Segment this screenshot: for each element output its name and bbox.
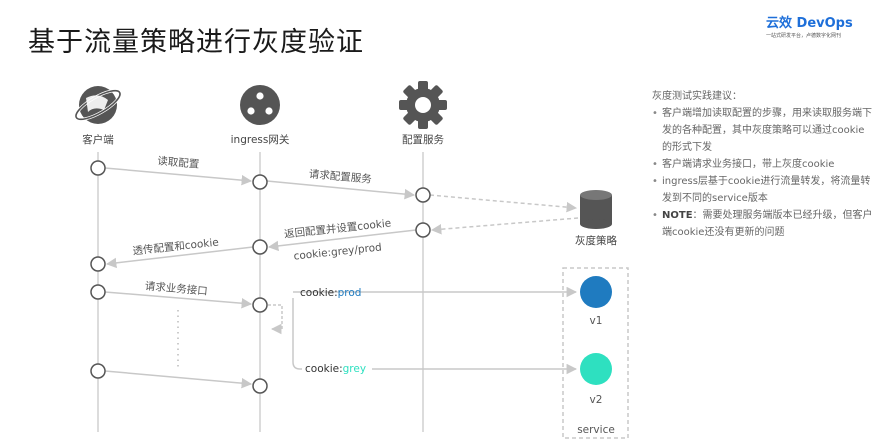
- ingress-icon: [240, 85, 280, 125]
- actor-ingress-label: ingress网关: [231, 133, 290, 146]
- notes-heading: 灰度测试实践建议：: [652, 91, 742, 102]
- msg-read-config: 读取配置: [157, 154, 200, 171]
- route-branch: [292, 298, 308, 370]
- notes-item: ingress层基于cookie进行流量转发，将流量转发到不同的service版…: [652, 173, 874, 207]
- node-client-3: [90, 284, 106, 300]
- msg-cookie-value: cookie:grey/prod: [293, 241, 382, 262]
- node-config-1: [415, 187, 431, 203]
- self-loop: [268, 304, 283, 335]
- notes-item: 客户端增加读取配置的步骤，用来读取服务端下发的各种配置，其中灰度策略可以通过co…: [652, 105, 874, 156]
- node-client-4: [90, 363, 106, 379]
- route-grey-prefix: cookie:: [305, 363, 343, 375]
- service-v1-label: v1: [590, 315, 603, 327]
- actor-client-label: 客户端: [82, 133, 114, 146]
- node-ingress-3: [252, 297, 268, 313]
- msg-return-config: 返回配置并设置cookie: [283, 216, 391, 240]
- notes-item: 客户端请求业务接口，带上灰度cookie: [652, 156, 874, 173]
- msg-request-api: 请求业务接口: [144, 279, 208, 297]
- service-label: service: [577, 424, 615, 436]
- msg-pass-config: 透传配置和cookie: [132, 237, 219, 258]
- note-label: NOTE: [662, 210, 693, 221]
- logo: 云效 DevOps 一站式研发平台，卢德数字化网刊: [766, 12, 866, 39]
- service-box: [562, 267, 629, 439]
- logo-brand: 云效 DevOps: [766, 16, 853, 31]
- route-grey-label: cookie:grey: [305, 363, 366, 375]
- arrow-return-strategy: [430, 217, 579, 235]
- route-prod-value: prod: [338, 287, 362, 299]
- node-config-2: [415, 222, 431, 238]
- logo-tagline: 一站式研发平台，卢德数字化网刊: [766, 33, 842, 39]
- arrow-pass-config: [105, 246, 254, 269]
- service-v2-label: v2: [590, 394, 603, 406]
- node-ingress-1: [252, 174, 268, 190]
- route-prod-prefix: cookie:: [300, 287, 338, 299]
- notes-item-note: NOTE：需要处理服务端版本已经升级，但客户端cookie还没有更新的问题: [652, 207, 874, 241]
- actor-config-label: 配置服务: [402, 133, 444, 146]
- arrow-request-api: [104, 291, 253, 309]
- route-grey-value: grey: [343, 363, 366, 375]
- arrow-query-strategy: [429, 194, 578, 213]
- msg-request-config: 请求配置服务: [308, 167, 372, 185]
- note-text: ：需要处理服务端版本已经升级，但客户端cookie还没有更新的问题: [662, 210, 873, 238]
- node-client-1: [90, 160, 106, 176]
- arrow-request-config: [266, 180, 416, 200]
- globe-icon: [74, 86, 122, 124]
- node-ingress-4: [252, 378, 268, 394]
- route-prod-label: cookie:prod: [300, 287, 361, 299]
- service-v2-node: [580, 353, 612, 385]
- notes-list: 客户端增加读取配置的步骤，用来读取服务端下发的各种配置，其中灰度策略可以通过co…: [652, 105, 874, 241]
- node-client-2: [90, 256, 106, 272]
- arrow-read-config: [104, 167, 253, 186]
- node-ingress-2: [252, 239, 268, 255]
- notes-panel: 灰度测试实践建议： 客户端增加读取配置的步骤，用来读取服务端下发的各种配置，其中…: [652, 88, 874, 241]
- gear-icon: [399, 81, 447, 129]
- arrow-return-config: [267, 229, 417, 252]
- arrow-client-next: [104, 370, 253, 389]
- database-icon: [580, 190, 612, 229]
- database-label: 灰度策略: [575, 234, 617, 247]
- service-v1-node: [580, 276, 612, 308]
- slide-title: 基于流量策略进行灰度验证: [28, 27, 364, 58]
